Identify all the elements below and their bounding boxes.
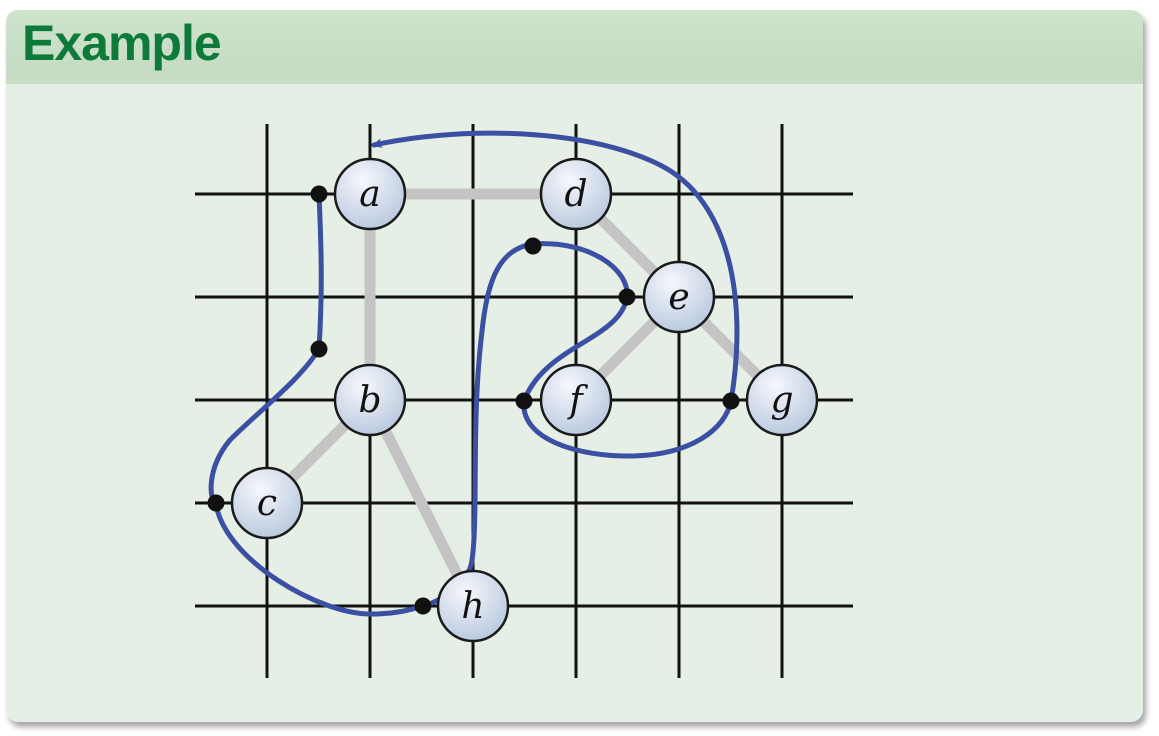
vertex-label: a xyxy=(359,174,380,215)
vertex-circle xyxy=(333,363,407,437)
curve-points xyxy=(207,185,740,615)
vertex-circle xyxy=(436,569,510,643)
vertex-d: d xyxy=(539,157,613,231)
vertex-e: e xyxy=(642,260,716,334)
vertex-circle xyxy=(539,363,613,437)
vertex-circle xyxy=(333,157,407,231)
graph-vertices: a b c d e f g h xyxy=(230,157,819,643)
blue-closed-curve xyxy=(208,130,740,617)
block-title: Example xyxy=(22,15,222,71)
curve-dot xyxy=(515,392,533,410)
vertex-label: b xyxy=(358,380,381,421)
vertex-circle xyxy=(230,466,304,540)
curve-dot xyxy=(618,288,636,306)
vertex-circle xyxy=(539,157,613,231)
vertex-a: a xyxy=(333,157,407,231)
curve-dot xyxy=(310,185,328,203)
curve-dot xyxy=(524,237,542,255)
vertex-circle xyxy=(642,260,716,334)
vertex-circle xyxy=(745,363,819,437)
vertex-label: e xyxy=(668,277,689,318)
curve-dot xyxy=(722,392,740,410)
curve-dot xyxy=(310,340,328,358)
edge-b-h xyxy=(364,394,479,612)
vertex-label: d xyxy=(564,174,587,215)
curve-dot xyxy=(207,494,225,512)
vertex-label: g xyxy=(770,380,793,421)
vertex-label: h xyxy=(461,586,484,627)
vertex-g: g xyxy=(745,363,819,437)
vertex-c: c xyxy=(230,466,304,540)
vertex-f: f xyxy=(539,363,613,437)
vertex-h: h xyxy=(436,569,510,643)
block-header xyxy=(6,10,1143,84)
vertex-label: c xyxy=(257,483,277,524)
vertex-b: b xyxy=(333,363,407,437)
curve-dot xyxy=(414,597,432,615)
